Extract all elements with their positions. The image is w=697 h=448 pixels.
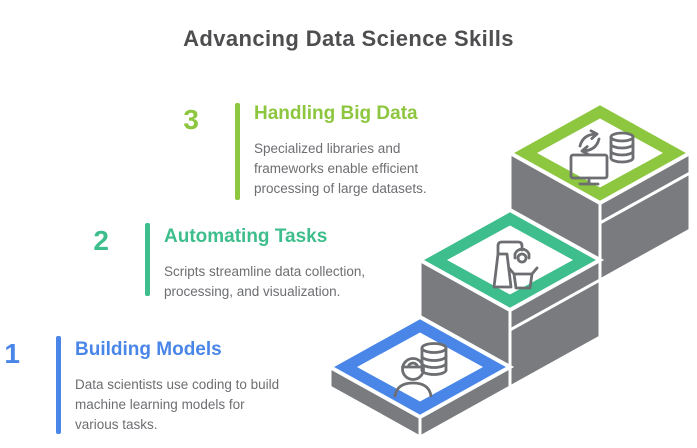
person-database-icon (393, 342, 448, 398)
step-platform-3 (505, 100, 695, 283)
monitor-database-sync-icon (569, 129, 635, 186)
step-1-description: Data scientists use coding to build mach… (75, 377, 280, 432)
robot-arm-box-icon (492, 240, 539, 290)
step-1-heading: Building Models (75, 339, 222, 360)
step-2-heading: Automating Tasks (164, 226, 328, 247)
step-2-description: Scripts streamline data collection, proc… (164, 264, 366, 299)
step-3-number: 3 (183, 104, 199, 135)
step-1-accent-bar (56, 336, 61, 434)
step-2-platform-top (447, 225, 573, 295)
page-title: Advancing Data Science Skills (183, 26, 514, 51)
step-1-number: 1 (4, 338, 20, 369)
step-2-number: 2 (93, 225, 109, 256)
step-platform-1 (325, 314, 515, 440)
step-platform-2 (415, 207, 605, 390)
step-3-description: Specialized libraries and frameworks ena… (254, 141, 427, 196)
step-3-accent-bar (235, 103, 240, 200)
step-2-accent-bar (145, 223, 150, 296)
step-3-heading: Handling Big Data (254, 103, 418, 124)
